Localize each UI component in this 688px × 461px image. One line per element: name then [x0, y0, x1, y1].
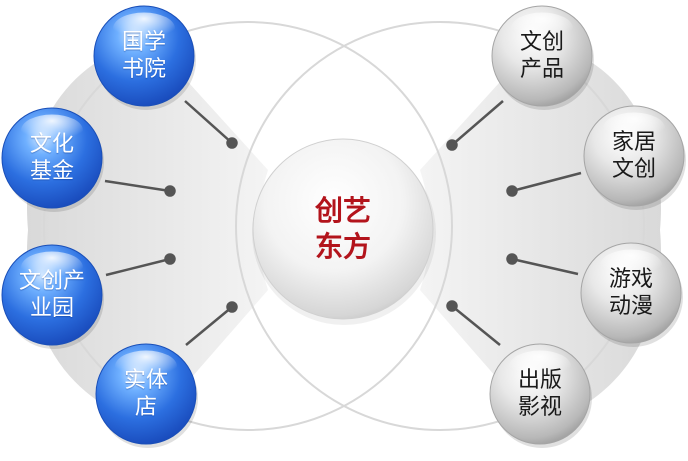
left-connector-4	[185, 306, 233, 346]
right-node-3-line2: 动漫	[608, 294, 653, 319]
center-node	[252, 138, 434, 320]
left-node-label-1: 国学 书院	[94, 6, 194, 106]
right-node-1-line2: 产品	[519, 57, 564, 82]
right-connector-2	[511, 171, 582, 193]
right-node-label-3: 游戏 动漫	[581, 243, 681, 343]
left-connector-3	[105, 257, 171, 277]
left-node-4-line1: 实体	[123, 367, 168, 393]
left-node-3-line1: 文创产	[18, 268, 85, 294]
left-node-highlight-3	[21, 251, 83, 284]
right-connector-dot-4	[446, 300, 458, 312]
right-node-highlight-4	[509, 350, 571, 383]
center-label-line2: 东方	[314, 230, 371, 263]
left-connector-dot-2	[164, 185, 176, 197]
right-connector-1	[451, 100, 504, 146]
right-node-highlight-1	[511, 12, 573, 45]
center-label-line1: 创艺	[314, 193, 371, 227]
left-node-highlight-1	[113, 12, 175, 45]
right-connector-4	[451, 305, 501, 346]
right-node-highlight-2	[603, 112, 665, 145]
left-ring	[43, 21, 453, 431]
left-connector-dot-3	[164, 253, 176, 265]
left-node-highlight-2	[21, 114, 83, 147]
right-node-4-line1: 出版	[517, 367, 562, 393]
left-node-highlight-4	[115, 350, 177, 383]
right-connector-dot-2	[506, 185, 518, 197]
right-node-2-line2: 文创	[611, 157, 656, 182]
right-node-3-line1: 游戏	[608, 266, 653, 292]
left-node-4-line2: 店	[134, 395, 157, 420]
right-node-2-line1: 家居	[611, 129, 656, 155]
right-connector-dot-3	[506, 253, 518, 265]
nodes	[1, 5, 686, 448]
left-node-label-2: 文化 基金	[2, 108, 102, 208]
right-node-label-4: 出版 影视	[490, 344, 590, 444]
right-node-label-2: 家居 文创	[584, 106, 684, 206]
left-connector-dot-4	[226, 301, 238, 313]
right-node-highlight-3	[600, 249, 662, 282]
right-node-4-line2: 影视	[517, 395, 562, 420]
connectors	[104, 100, 582, 346]
right-connector-dot-1	[446, 139, 458, 151]
left-node-1-line1: 国学	[121, 29, 166, 55]
right-node-1-line1: 文创	[519, 29, 564, 55]
right-ring	[235, 21, 645, 431]
left-connector-dot-1	[226, 137, 238, 149]
left-node-label-4: 实体 店	[96, 344, 196, 444]
left-node-label-3: 文创产 业园	[2, 245, 102, 345]
right-node-label-1: 文创 产品	[492, 6, 592, 106]
left-node-2-line2: 基金	[29, 159, 74, 184]
left-connector-2	[104, 179, 171, 193]
right-connector-3	[511, 257, 579, 276]
left-node-2-line1: 文化	[29, 131, 74, 157]
left-node-3-line2: 业园	[29, 296, 74, 321]
center-label: 创艺 东方	[283, 181, 403, 277]
left-connector-1	[184, 100, 233, 144]
left-node-1-line2: 书院	[121, 57, 166, 82]
